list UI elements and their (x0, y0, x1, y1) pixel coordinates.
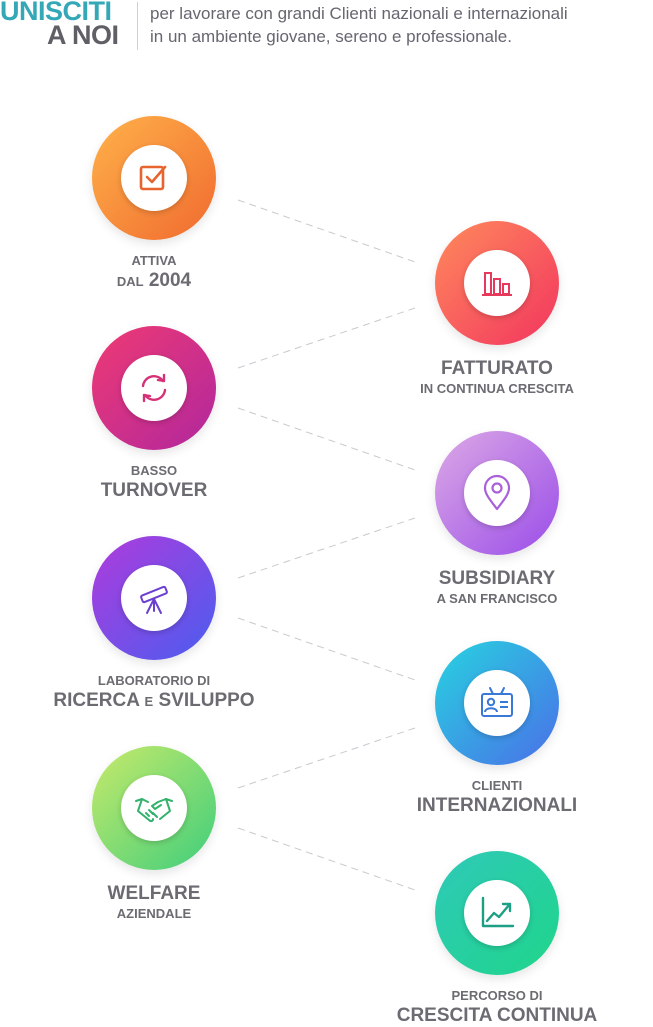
connector-1 (237, 199, 416, 263)
checkbox-icon (139, 165, 167, 191)
feature-label: LABORATORIO DI RICERCA E SVILUPPO (34, 672, 274, 713)
tagline-line-2: in un ambiente giovane, sereno e profess… (150, 27, 512, 46)
feature-label: BASSO TURNOVER (54, 462, 254, 502)
label-small: A SAN FRANCISCO (436, 591, 558, 606)
icon-badge (464, 460, 530, 526)
feature-circle (92, 746, 216, 870)
feature-circle (435, 221, 559, 345)
label-mixed: RICERCA E SVILUPPO (34, 689, 274, 713)
label-big-1: RICERCA (53, 690, 140, 711)
label-small: IN CONTINUA CRESCITA (420, 381, 574, 396)
title-a-noi: A NOI (47, 20, 119, 50)
label-small: AZIENDALE (116, 906, 192, 921)
label-big: CRESCITA CONTINUA (396, 1005, 598, 1026)
feature-circle (92, 326, 216, 450)
location-pin-icon (483, 474, 511, 511)
title-unisciti: UNISCITI (0, 0, 112, 26)
icon-badge (121, 775, 187, 841)
refresh-icon (141, 373, 167, 403)
label-big: FATTURATO (441, 358, 553, 379)
label-small: LABORATORIO DI (97, 673, 211, 688)
feature-circle (92, 536, 216, 660)
handshake-icon (135, 798, 173, 823)
id-card-icon (481, 687, 513, 717)
connector-3 (237, 407, 416, 471)
connector-4 (237, 517, 416, 579)
feature-circle (435, 431, 559, 555)
label-small: CLIENTI (471, 778, 523, 793)
icon-badge (464, 670, 530, 736)
icon-badge (121, 565, 187, 631)
icon-badge (121, 355, 187, 421)
label-mixed: DAL 2004 (54, 269, 254, 293)
feature-label: CLIENTI INTERNAZIONALI (387, 777, 607, 817)
label-big: WELFARE (107, 883, 201, 904)
feature-circle (435, 851, 559, 975)
icon-badge (464, 880, 530, 946)
feature-label: PERCORSO DI CRESCITA CONTINUA (377, 987, 617, 1027)
label-big: TURNOVER (100, 480, 208, 501)
title-divider (137, 2, 138, 50)
label-big: INTERNAZIONALI (416, 795, 578, 816)
telescope-icon (140, 585, 168, 614)
label-join: E (144, 694, 154, 709)
label-small: PERCORSO DI (451, 988, 543, 1003)
label-big: SUBSIDIARY (438, 568, 556, 589)
feature-label: SUBSIDIARY A SAN FRANCISCO (397, 567, 597, 607)
page-header: UNISCITI A NOI per lavorare con grandi C… (0, 0, 653, 56)
label-big-2: SVILUPPO (158, 690, 255, 711)
label-small: BASSO (130, 463, 178, 478)
tagline-line-1: per lavorare con grandi Clienti nazional… (150, 4, 568, 23)
icon-badge (121, 145, 187, 211)
connector-2 (237, 307, 416, 369)
bar-chart-icon (482, 272, 512, 296)
feature-label: WELFARE AZIENDALE (54, 882, 254, 922)
feature-label: ATTIVA DAL 2004 (54, 252, 254, 293)
label-prefix: DAL (116, 274, 144, 289)
growth-chart-icon (481, 896, 515, 928)
label-small: ATTIVA (131, 253, 177, 268)
connector-5 (237, 617, 416, 681)
feature-label: FATTURATO IN CONTINUA CRESCITA (397, 357, 597, 397)
feature-circle (92, 116, 216, 240)
icon-badge (464, 250, 530, 316)
tagline: per lavorare con grandi Clienti nazional… (150, 2, 568, 48)
connector-7 (237, 827, 416, 891)
feature-circle (435, 641, 559, 765)
label-big: 2004 (148, 270, 192, 291)
